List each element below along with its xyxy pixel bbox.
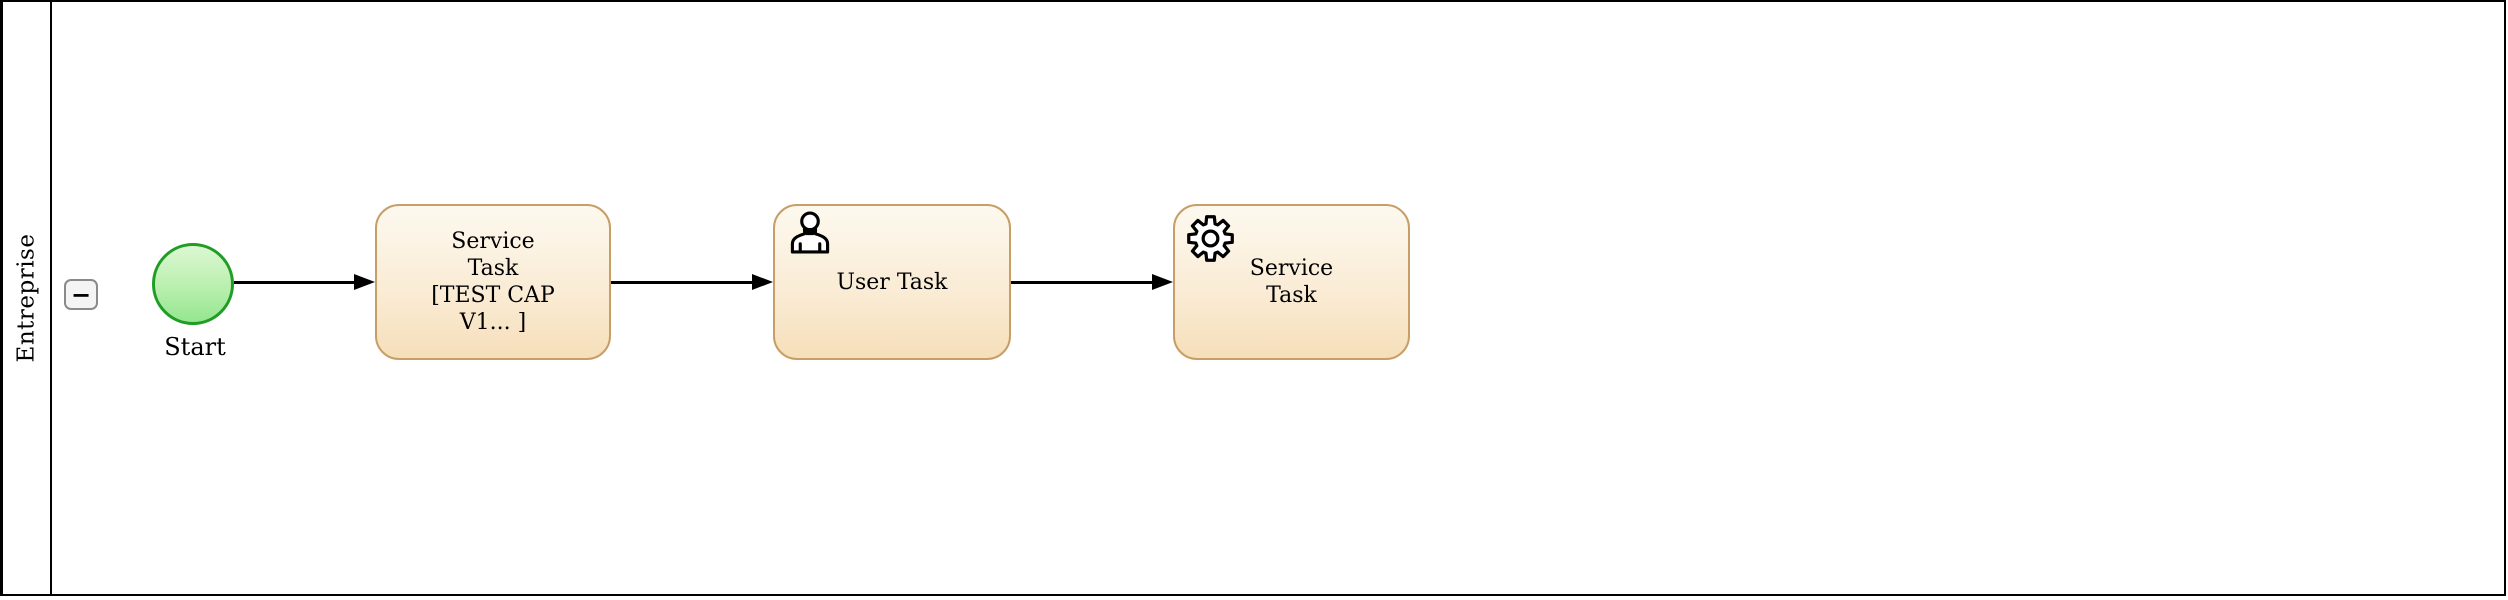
pool-label-band: Entreprise (3, 2, 52, 594)
collapse-button[interactable]: − (64, 279, 98, 310)
user-icon (790, 211, 830, 254)
start-event-label: Start (164, 333, 226, 361)
arrowhead-icon (752, 274, 773, 290)
flow-line (1011, 280, 1157, 284)
task-service-1[interactable]: Service Task [TEST CAP V1... ] (375, 204, 611, 360)
task-service-2[interactable]: Service Task (1173, 204, 1410, 360)
task-service-1-label: Service Task [TEST CAP V1... ] (431, 229, 555, 335)
flow-line (234, 280, 359, 284)
pool-label: Entreprise (13, 233, 40, 363)
arrowhead-icon (354, 274, 375, 290)
task-user[interactable]: User Task (773, 204, 1011, 360)
sequence-flow-start-to-service1[interactable] (234, 274, 375, 290)
flow-line (611, 280, 757, 284)
task-user-label: User Task (836, 269, 948, 295)
start-event-circle[interactable] (152, 243, 234, 325)
task-service-2-label: Service Task (1249, 256, 1334, 308)
sequence-flow-user-to-service2[interactable] (1011, 274, 1173, 290)
arrowhead-icon (1152, 274, 1173, 290)
minus-icon: − (70, 280, 92, 309)
sequence-flow-service1-to-user[interactable] (611, 274, 773, 290)
gear-icon (1187, 215, 1234, 262)
